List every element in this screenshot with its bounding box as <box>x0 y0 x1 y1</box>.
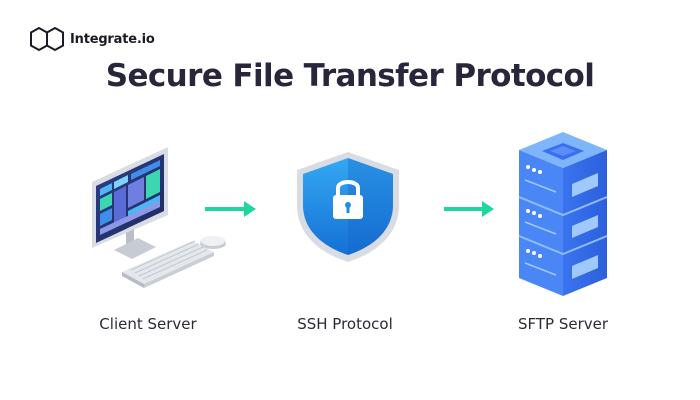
desktop-computer-icon <box>92 147 226 288</box>
shield-lock-icon <box>297 152 399 262</box>
ssh-protocol-label: SSH Protocol <box>297 315 393 333</box>
client-server-label: Client Server <box>99 315 197 333</box>
brand-logo: Integrate.io <box>30 26 155 52</box>
page-title: Secure File Transfer Protocol <box>105 58 595 94</box>
sftp-server-label: SFTP Server <box>517 315 609 333</box>
arrow-client-to-ssh <box>205 201 256 217</box>
integrate-logo-icon <box>30 26 64 52</box>
arrow-ssh-to-sftp <box>444 201 494 217</box>
server-rack-icon <box>518 132 608 296</box>
brand-name: Integrate.io <box>70 31 155 47</box>
